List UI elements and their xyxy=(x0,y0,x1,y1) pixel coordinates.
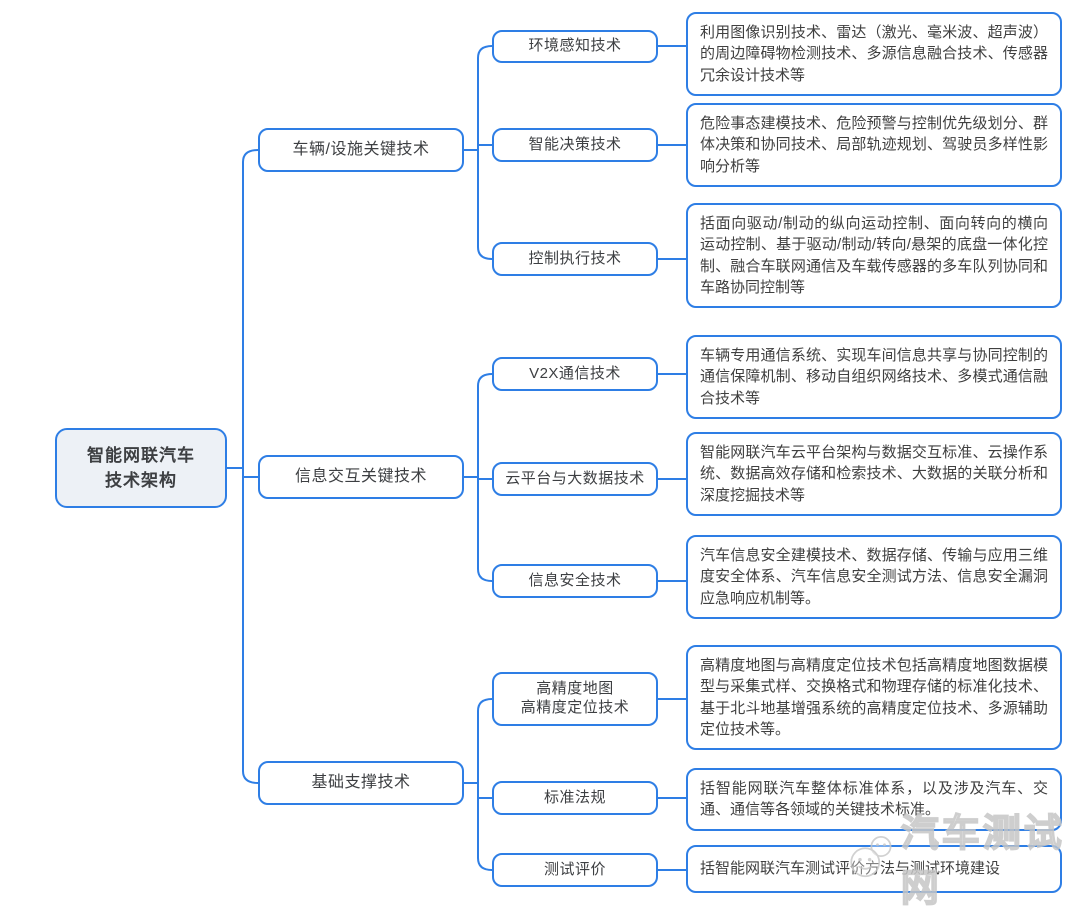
desc-control-execution[interactable]: 括面向驱动/制动的纵向运动控制、面向转向的横向运动控制、基于驱动/制动/转向/悬… xyxy=(686,203,1062,309)
desc-information-security[interactable]: 汽车信息安全建模技术、数据存储、传输与应用三维度安全体系、汽车信息安全测试方法、… xyxy=(686,535,1062,619)
sub-node-test-evaluation[interactable]: 测试评价 xyxy=(492,853,658,887)
root-node[interactable]: 智能网联汽车 技术架构 xyxy=(55,428,227,508)
branch-node-vehicle-facility[interactable]: 车辆/设施关键技术 xyxy=(258,128,464,172)
sub-node-information-security[interactable]: 信息安全技术 xyxy=(492,564,658,598)
desc-hd-map-positioning[interactable]: 高精度地图与高精度定位技术包括高精度地图数据模型与采集式样、交换格式和物理存储的… xyxy=(686,645,1062,751)
sub-node-control-execution[interactable]: 控制执行技术 xyxy=(492,242,658,276)
sub-node-cloud-bigdata[interactable]: 云平台与大数据技术 xyxy=(492,462,658,496)
sub-node-standards-regulations[interactable]: 标准法规 xyxy=(492,781,658,815)
desc-intelligent-decision[interactable]: 危险事态建模技术、危险预警与控制优先级划分、群体决策和协同技术、局部轨迹规划、驾… xyxy=(686,103,1062,187)
sub-node-environment-perception[interactable]: 环境感知技术 xyxy=(492,30,658,63)
desc-cloud-bigdata[interactable]: 智能网联汽车云平台架构与数据交互标准、云操作系统、数据高效存储和检索技术、大数据… xyxy=(686,432,1062,516)
branch-node-basic-support[interactable]: 基础支撑技术 xyxy=(258,761,464,805)
desc-environment-perception[interactable]: 利用图像识别技术、雷达（激光、毫米波、超声波）的周边障碍物检测技术、多源信息融合… xyxy=(686,12,1062,96)
desc-v2x-communication[interactable]: 车辆专用通信系统、实现车间信息共享与协同控制的通信保障机制、移动自组织网络技术、… xyxy=(686,335,1062,419)
sub-node-intelligent-decision[interactable]: 智能决策技术 xyxy=(492,128,658,162)
sub-node-hd-map-positioning[interactable]: 高精度地图 高精度定位技术 xyxy=(492,672,658,726)
sub-node-v2x-communication[interactable]: V2X通信技术 xyxy=(492,357,658,391)
desc-standards-regulations[interactable]: 括智能网联汽车整体标准体系，以及涉及汽车、交通、通信等各领域的关键技术标准。 xyxy=(686,768,1062,831)
desc-test-evaluation[interactable]: 括智能网联汽车测试评价方法与测试环境建设 xyxy=(686,845,1062,893)
branch-node-information-interaction[interactable]: 信息交互关键技术 xyxy=(258,455,464,499)
